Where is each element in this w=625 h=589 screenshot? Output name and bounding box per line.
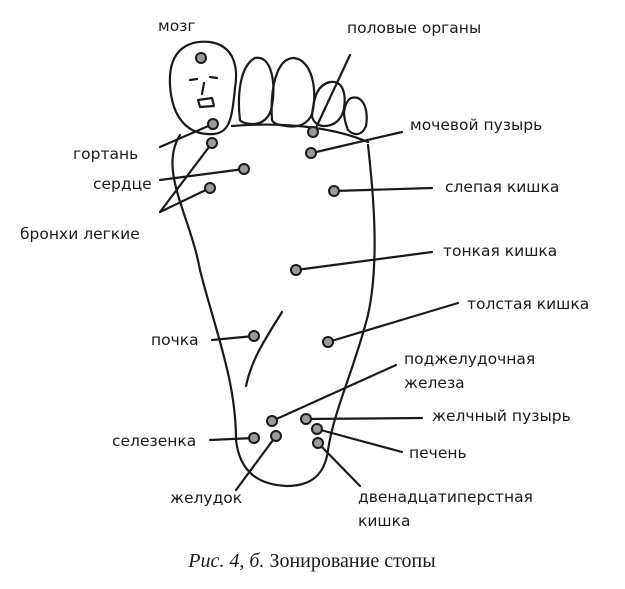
point-lungs	[204, 182, 216, 194]
label-gallbladder: желчный пузырь	[432, 407, 571, 425]
point-larynx	[207, 118, 219, 130]
toe-face-eyes	[188, 75, 219, 82]
leader-larynx	[158, 122, 215, 149]
point-pancreas	[266, 415, 278, 427]
leader-cecum	[332, 186, 434, 193]
label-bladder: мочевой пузырь	[410, 116, 542, 134]
leader-liver	[315, 427, 404, 454]
label-pancreas-line2: железа	[404, 374, 465, 392]
point-large-intestine	[322, 336, 334, 348]
label-cecum: слепая кишка	[445, 178, 559, 196]
foot-outline	[171, 133, 376, 488]
point-duodenum	[312, 437, 324, 449]
leader-lungs-a	[158, 141, 214, 214]
leader-bladder	[310, 130, 404, 155]
label-stomach: желудок	[170, 489, 242, 507]
leader-pancreas	[270, 363, 398, 423]
leader-gallbladder	[304, 416, 424, 421]
toe-5	[342, 96, 368, 136]
leader-small-intestine	[294, 250, 434, 272]
label-pancreas-line1: поджелудочная	[404, 350, 535, 368]
point-heart	[238, 163, 250, 175]
point-bladder	[305, 147, 317, 159]
caption-text: Зонирование стопы	[264, 550, 435, 572]
leader-genitals	[312, 53, 352, 134]
leader-lines	[158, 53, 460, 492]
point-cecum	[328, 185, 340, 197]
label-bronchi-lungs: бронхи легкие	[20, 225, 140, 243]
label-brain: мозг	[158, 17, 196, 35]
point-brain	[195, 52, 207, 64]
label-duodenum-line2: кишка	[358, 512, 410, 530]
point-liver	[311, 423, 323, 435]
leader-duodenum	[316, 441, 362, 488]
leader-kidney	[210, 334, 256, 342]
leader-stomach	[234, 434, 278, 492]
toe-3	[270, 56, 316, 128]
point-kidney	[248, 330, 260, 342]
point-genitals	[307, 126, 319, 138]
point-spleen	[248, 432, 260, 444]
label-larynx: гортань	[73, 145, 138, 163]
leader-lungs-b	[158, 186, 212, 214]
reflex-points	[195, 52, 340, 449]
organ-labels: мозг половые органы мочевой пузырь горта…	[20, 17, 589, 530]
point-small-intestine	[290, 264, 302, 276]
point-bronchi	[206, 137, 218, 149]
leader-heart	[158, 167, 246, 182]
label-duodenum-line1: двенадцатиперстная	[358, 488, 533, 506]
point-stomach	[270, 430, 282, 442]
toe-face-nose	[200, 81, 206, 96]
leader-large-intestine	[326, 301, 460, 344]
label-liver: печень	[409, 444, 467, 462]
leader-spleen	[208, 436, 256, 442]
label-kidney: почка	[151, 331, 199, 349]
label-spleen: селезенка	[112, 432, 196, 450]
label-heart: сердце	[93, 175, 152, 193]
label-genitals: половые органы	[347, 19, 481, 37]
figure-caption: Рис. 4, б. Зонирование стопы	[187, 550, 435, 572]
label-large-intestine: толстая кишка	[467, 295, 589, 313]
big-toe	[168, 40, 238, 136]
label-small-intestine: тонкая кишка	[443, 242, 557, 260]
foot-arch-line	[244, 310, 284, 388]
foot-ball-line	[230, 123, 370, 144]
toe-face-mouth	[196, 96, 216, 109]
toe-2	[237, 56, 275, 126]
caption-prefix: Рис. 4, б.	[187, 550, 264, 572]
point-gallbladder	[300, 413, 312, 425]
